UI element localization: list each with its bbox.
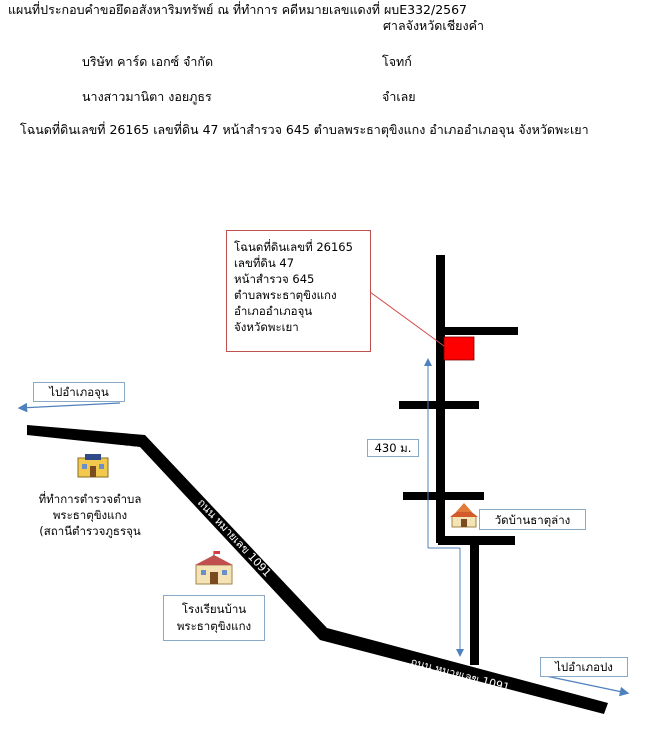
callout-line: เลขที่ดิน 47 — [234, 256, 295, 270]
callout-connector — [369, 291, 445, 347]
parcel-callout: โฉนดที่ดินเลขที่ 26165 เลขที่ดิน 47 หน้า… — [226, 230, 371, 352]
cross-street-1 — [440, 327, 518, 335]
court-name: ศาลจังหวัดเชียงคำ — [383, 18, 484, 33]
road-1091 — [27, 425, 608, 714]
callout-line: โฉนดที่ดินเลขที่ 26165 — [234, 240, 353, 254]
map-title: แผนที่ประกอบคำขอยึดอสังหาริมทรัพย์ ณ ที่… — [8, 2, 468, 17]
arrow-to-pong — [545, 675, 630, 697]
distance-label: 430 ม. — [367, 439, 419, 457]
defendant-role: จำเลย — [382, 89, 416, 104]
side-road-lower — [470, 540, 479, 665]
land-parcel-marker — [443, 336, 475, 361]
callout-line: หน้าสำรวจ 645 — [234, 272, 315, 286]
cross-street-2 — [399, 401, 479, 409]
plaintiff-name: บริษัท คาร์ด เอกซ์ จำกัด — [82, 54, 214, 69]
school-line: โรงเรียนบ้าน — [181, 602, 247, 616]
deed-description: โฉนดที่ดินเลขที่ 26165 เลขที่ดิน 47 หน้า… — [20, 122, 589, 137]
school-icon — [195, 551, 233, 585]
police-line: (สถานีตำรวจภูธรจุน — [39, 524, 141, 538]
defendant-name: นางสาวมานิตา งอยภูธร — [82, 89, 212, 104]
label-to-chun: ไปอำเภอจุน — [33, 382, 125, 402]
school-line: พระธาตุขิงแกง — [176, 619, 252, 633]
temple-icon — [450, 503, 478, 528]
cross-street-3 — [403, 492, 484, 500]
police-station-label: ที่ทำการตำรวจตำบล พระธาตุขิงแกง (สถานีตำ… — [20, 491, 160, 539]
school-label: โรงเรียนบ้าน พระธาตุขิงแกง — [163, 595, 265, 641]
callout-line: ตำบลพระธาตุขิงแกง — [234, 288, 337, 302]
callout-line: อำเภออำเภอจุน — [234, 304, 313, 318]
police-line: พระธาตุขิงแกง — [52, 508, 128, 522]
side-road-vertical — [436, 255, 445, 543]
arrow-to-chun — [17, 402, 121, 413]
temple-label: วัดบ้านธาตุล่าง — [479, 509, 586, 530]
plaintiff-role: โจทก์ — [382, 54, 412, 69]
label-to-pong: ไปอำเภอปง — [540, 657, 628, 677]
callout-line: จังหวัดพะเยา — [234, 320, 299, 334]
police-line: ที่ทำการตำรวจตำบล — [38, 492, 142, 506]
police-station-icon — [77, 454, 109, 478]
